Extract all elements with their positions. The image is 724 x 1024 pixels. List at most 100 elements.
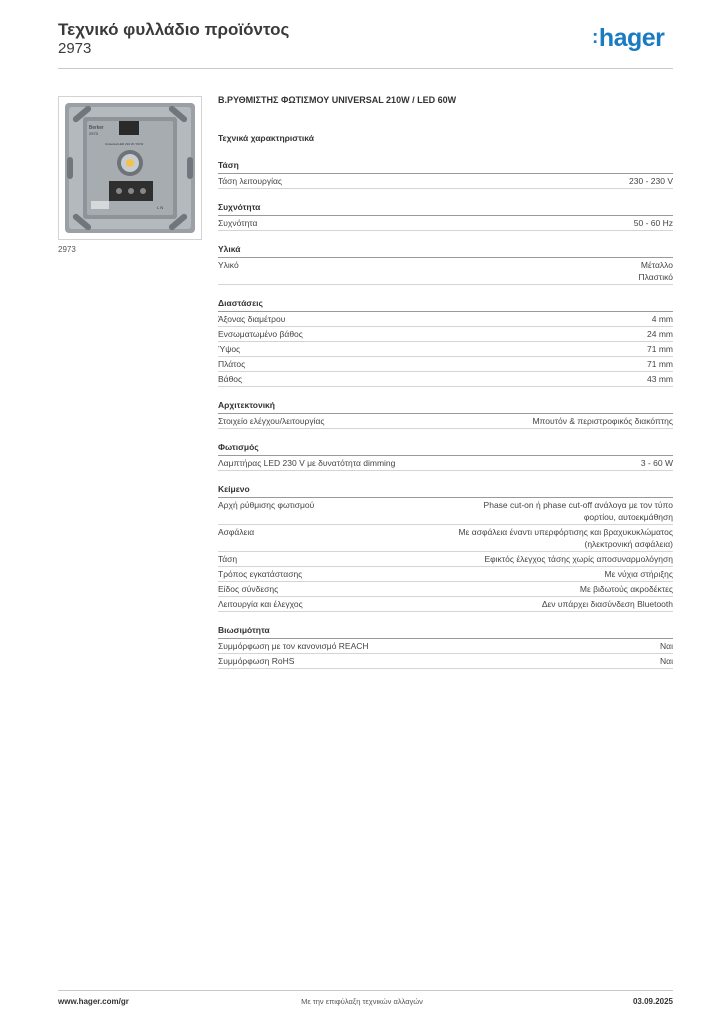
specifications: Β.ΡΥΘΜΙΣΤΗΣ ΦΩΤΙΣΜΟΥ UNIVERSAL 210W / LE… bbox=[218, 94, 673, 682]
spec-label: Τρόπος εγκατάστασης bbox=[218, 569, 303, 579]
device-brand-label: Berker bbox=[89, 125, 104, 131]
spec-value-line: 71 mm bbox=[647, 344, 673, 354]
spec-value-line: Πλαστικό bbox=[638, 272, 673, 282]
spec-value: 230 - 230 V bbox=[629, 175, 673, 187]
spec-value-line: 50 - 60 Hz bbox=[633, 218, 673, 228]
spec-value-line: Δεν υπάρχει διασύνδεση Bluetooth bbox=[541, 599, 673, 609]
spec-value: 50 - 60 Hz bbox=[634, 217, 673, 229]
spec-row: Ύψος 71 mm bbox=[218, 342, 673, 357]
spec-value: Ναι bbox=[660, 655, 673, 667]
section-title: Τάση bbox=[218, 160, 673, 174]
section-title: Διαστάσεις bbox=[218, 298, 673, 312]
spec-value-line: Phase cut-on ή phase cut-off ανάλογα με … bbox=[483, 500, 673, 510]
document-title: Β.ΡΥΘΜΙΣΤΗΣ ΦΩΤΙΣΜΟΥ UNIVERSAL 210W / LE… bbox=[218, 95, 457, 105]
spec-label: Πλάτος bbox=[218, 359, 246, 369]
section-title: Βιωσιμότητα bbox=[218, 625, 673, 639]
spec-value-line: Με νύχια στήριξης bbox=[604, 569, 673, 579]
spec-value-line: φορτίου, αυτοεκμάθηση bbox=[583, 512, 673, 522]
spec-label: Υλικό bbox=[218, 260, 239, 270]
spec-row: Είδος σύνδεσης Με βιδωτούς ακροδέκτες bbox=[218, 582, 673, 597]
spec-row: Τρόπος εγκατάστασης Με νύχια στήριξης bbox=[218, 567, 673, 582]
spec-value-line: 71 mm bbox=[647, 359, 673, 369]
footer-divider bbox=[58, 990, 673, 991]
spec-value-line: 24 mm bbox=[647, 329, 673, 339]
brand-logo: :hager bbox=[592, 24, 665, 52]
logo-text: hager bbox=[598, 24, 665, 52]
spec-value: 43 mm bbox=[647, 373, 673, 385]
footer-website: www.hager.com/gr bbox=[58, 997, 129, 1006]
spec-row: Συχνότητα 50 - 60 Hz bbox=[218, 216, 673, 231]
spec-value-line: (ηλεκτρονική ασφάλεια) bbox=[584, 539, 673, 549]
spec-value: Δεν υπάρχει διασύνδεση Bluetooth bbox=[542, 598, 673, 610]
page-title: Τεχνικό φυλλάδιο προϊόντος bbox=[58, 20, 290, 39]
spec-value: 71 mm bbox=[647, 343, 673, 355]
spec-row: Λαμπτήρας LED 230 V με δυνατότητα dimmin… bbox=[218, 456, 673, 471]
spec-label: Ασφάλεια bbox=[218, 527, 255, 537]
spec-value: Phase cut-on ή phase cut-off ανάλογα με … bbox=[484, 499, 673, 523]
section-title: Υλικά bbox=[218, 244, 673, 258]
spec-value-line: 230 - 230 V bbox=[629, 176, 673, 186]
spec-value-line: Εφικτός έλεγχος τάσης χωρίς αποσυναρμολό… bbox=[484, 554, 673, 564]
spec-row: Τάση λειτουργίας 230 - 230 V bbox=[218, 174, 673, 189]
spec-value-line: Με ασφάλεια έναντι υπερφόρτισης και βραχ… bbox=[458, 527, 673, 537]
spec-label: Συχνότητα bbox=[218, 218, 258, 228]
spec-value: 24 mm bbox=[647, 328, 673, 340]
spec-value-line: 3 - 60 W bbox=[640, 458, 673, 468]
spec-value-line: 4 mm bbox=[651, 314, 673, 324]
section-title: Συχνότητα bbox=[218, 202, 673, 216]
spec-label: Συμμόρφωση RoHS bbox=[218, 656, 295, 666]
spec-label: Λειτουργία και έλεγχος bbox=[218, 599, 303, 609]
spec-label: Ύψος bbox=[218, 344, 241, 354]
logo-dots-icon: : bbox=[592, 27, 598, 48]
spec-value: Μπουτόν & περιστροφικός διακόπτης bbox=[532, 415, 673, 427]
spec-label: Τάση λειτουργίας bbox=[218, 176, 283, 186]
spec-label: Τάση bbox=[218, 554, 238, 564]
spec-row: Συμμόρφωση RoHS Ναι bbox=[218, 654, 673, 669]
spec-value: 4 mm bbox=[652, 313, 673, 325]
product-image: Berker 2973 Universal LED 210 W / 60 W L… bbox=[58, 96, 202, 240]
spec-row: Άξονας διαμέτρου 4 mm bbox=[218, 312, 673, 327]
spec-label: Είδος σύνδεσης bbox=[218, 584, 279, 594]
spec-value: Εφικτός έλεγχος τάσης χωρίς αποσυναρμολό… bbox=[484, 553, 673, 565]
device-rating-label: Universal LED 210 W / 60 W bbox=[105, 142, 143, 146]
spec-value-line: Με βιδωτούς ακροδέκτες bbox=[579, 584, 673, 594]
spec-value: Με βιδωτούς ακροδέκτες bbox=[580, 583, 673, 595]
spec-value-line: Ναι bbox=[660, 641, 673, 651]
footer-date: 03.09.2025 bbox=[632, 997, 673, 1006]
spec-row: Ασφάλεια Με ασφάλεια έναντι υπερφόρτισης … bbox=[218, 525, 673, 552]
section-title: Φωτισμός bbox=[218, 442, 673, 456]
footer-disclaimer: Με την επιφύλαξη τεχνικών αλλαγών bbox=[301, 997, 423, 1006]
device-model-label: 2973 bbox=[89, 131, 99, 136]
spec-label: Άξονας διαμέτρου bbox=[218, 314, 286, 324]
spec-value: Με ασφάλεια έναντι υπερφόρτισης και βραχ… bbox=[459, 526, 673, 550]
spec-value: Με νύχια στήριξης bbox=[605, 568, 673, 580]
spec-label: Λαμπτήρας LED 230 V με δυνατότητα dimmin… bbox=[218, 458, 396, 468]
dimmer-insert-icon: Berker 2973 Universal LED 210 W / 60 W L… bbox=[59, 97, 201, 239]
spec-row: Λειτουργία και έλεγχος Δεν υπάρχει διασύν… bbox=[218, 597, 673, 612]
section-title: Αρχιτεκτονική bbox=[218, 400, 673, 414]
spec-row: Αρχή ρύθμισης φωτισμού Phase cut-on ή pha… bbox=[218, 498, 673, 525]
spec-row: Πλάτος 71 mm bbox=[218, 357, 673, 372]
spec-row: Βάθος 43 mm bbox=[218, 372, 673, 387]
spec-value-line: Μέταλλο bbox=[640, 260, 673, 270]
technical-heading: Τεχνικά χαρακτηριστικά bbox=[218, 133, 314, 143]
spec-value: Ναι bbox=[660, 640, 673, 652]
spec-label: Συμμόρφωση με τον κανονισμό REACH bbox=[218, 641, 369, 651]
spec-label: Αρχή ρύθμισης φωτισμού bbox=[218, 500, 315, 510]
device-terminal-label: L N bbox=[157, 205, 163, 210]
spec-value: 3 - 60 W bbox=[641, 457, 673, 469]
spec-label: Βάθος bbox=[218, 374, 243, 384]
spec-value-line: Μπουτόν & περιστροφικός διακόπτης bbox=[532, 416, 673, 426]
spec-value-line: 43 mm bbox=[647, 374, 673, 384]
